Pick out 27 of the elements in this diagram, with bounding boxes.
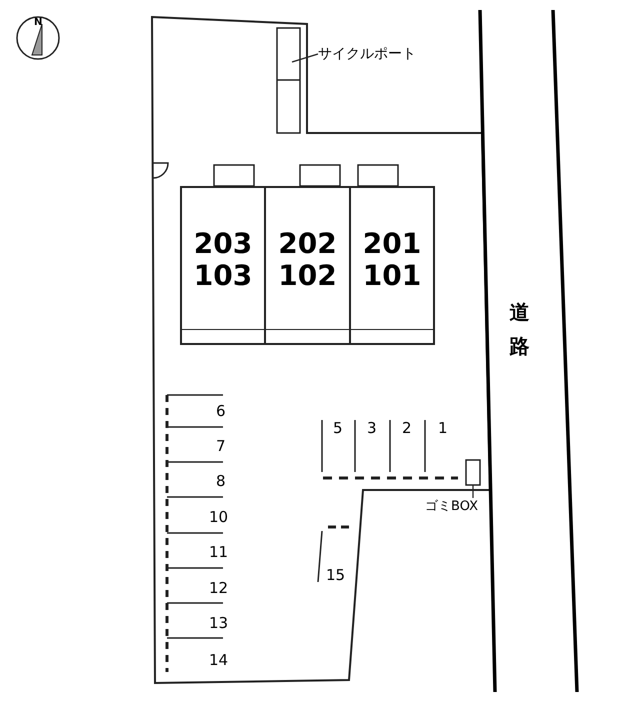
parking-number: 10 — [209, 508, 228, 526]
garbage-box — [465, 459, 481, 486]
parking-number: 2 — [402, 419, 412, 437]
parking-number: 11 — [209, 543, 228, 561]
leader-label: サイクルポート — [318, 44, 433, 64]
unit-number: 203 103 — [192, 228, 254, 292]
bicycle-shelter — [276, 27, 301, 134]
leader-label: ゴミBOX — [425, 498, 497, 516]
parking-number: 14 — [209, 651, 228, 669]
north-label: N — [34, 18, 42, 28]
parking-number: 12 — [209, 579, 228, 597]
unit-number: 202 102 — [277, 228, 338, 292]
apartment-unit — [264, 186, 351, 345]
leader-line — [472, 485, 474, 498]
parking-number: 5 — [333, 419, 343, 437]
parking-number: 15 — [326, 566, 346, 584]
parking-number: 13 — [209, 614, 228, 632]
parking-number: 1 — [438, 419, 448, 437]
parking-number: 8 — [216, 472, 226, 490]
parking-number: 6 — [216, 402, 226, 420]
unit-number: 201 101 — [362, 228, 422, 292]
apartment-unit — [180, 186, 266, 345]
road-label: 道路 — [510, 286, 530, 354]
apartment-unit — [349, 186, 435, 345]
parking-number: 7 — [216, 437, 226, 455]
parking-number: 3 — [367, 419, 377, 437]
leader-line — [292, 53, 318, 63]
